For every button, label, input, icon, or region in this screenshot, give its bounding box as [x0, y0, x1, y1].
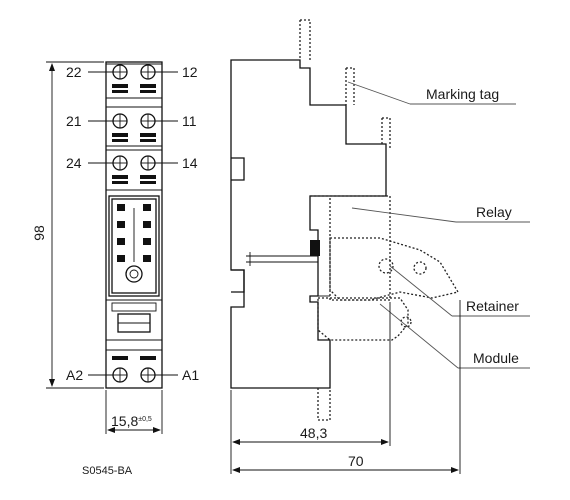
terminal-block-12-22	[106, 63, 162, 99]
terminal-label-11: 11	[182, 113, 197, 129]
callout-relay: Relay	[476, 204, 512, 220]
width-dimension	[105, 390, 163, 434]
retainer-outline	[329, 237, 460, 301]
height-dimension	[46, 61, 104, 389]
terminal-label-12: 12	[182, 64, 198, 80]
front-view-outline	[105, 61, 163, 389]
terminal-leaders	[88, 71, 178, 376]
width-dimension-label: 15,8±0,5	[111, 413, 152, 429]
callout-retainer: Retainer	[466, 298, 519, 314]
front-view: 22 12 21 11 24 14 A2 A1 98 15,8±0,5 S054…	[31, 61, 199, 477]
side-view-outline	[230, 59, 387, 389]
module-area	[106, 299, 162, 341]
marking-tag-outline	[299, 19, 391, 150]
relay-socket-area	[108, 195, 160, 297]
callout-module: Module	[473, 350, 519, 366]
terminal-label-a2: A2	[66, 367, 83, 383]
relay-outline	[310, 195, 391, 301]
module-outline	[317, 297, 409, 341]
callout-marking-tag: Marking tag	[426, 86, 499, 102]
depth-total-label: 70	[348, 453, 364, 469]
side-view: Marking tag Relay Retainer Module 48,3 7…	[230, 19, 530, 474]
din-clip-top	[231, 157, 245, 181]
terminal-label-24: 24	[66, 155, 82, 171]
depth-dimensions	[230, 300, 461, 474]
terminal-label-22: 22	[66, 64, 82, 80]
din-clip-bottom	[231, 269, 245, 293]
terminal-block-14-24	[106, 149, 162, 191]
height-dimension-label: 98	[31, 225, 47, 241]
terminal-label-21: 21	[66, 113, 82, 129]
bottom-extension	[317, 388, 331, 421]
retainer-pin	[378, 258, 394, 274]
terminal-label-14: 14	[182, 155, 198, 171]
terminal-block-a1-a2	[106, 349, 162, 383]
depth-inner-label: 48,3	[300, 425, 327, 441]
callout-leaders	[347, 81, 530, 369]
terminal-block-11-21	[106, 106, 162, 147]
figure-code: S0545-BA	[82, 465, 133, 477]
terminal-label-a1: A1	[182, 367, 199, 383]
